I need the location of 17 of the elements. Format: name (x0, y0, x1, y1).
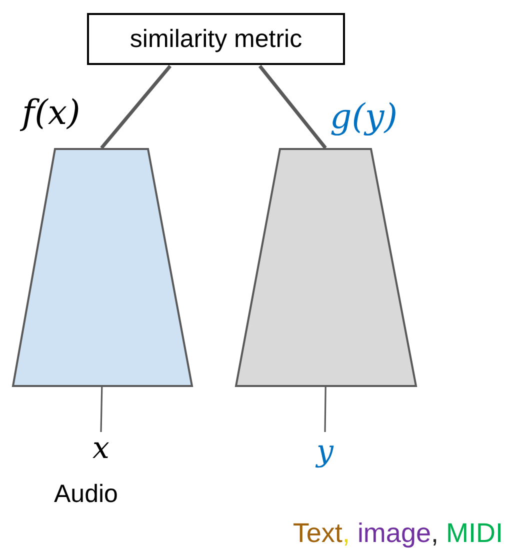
modality-label: image (357, 520, 431, 547)
modality-label: , (342, 520, 351, 547)
encoder-trapezoid (235, 148, 417, 387)
connector-line (324, 386, 326, 432)
modality-label: Audio (54, 482, 118, 507)
modality-label: , (430, 520, 440, 547)
modality-label: Text (292, 520, 342, 547)
function-label: g(y) (330, 100, 398, 134)
function-label: f(x) (22, 96, 80, 130)
connector-line (100, 386, 103, 432)
modality-label: MIDI (446, 520, 503, 547)
connector-line (100, 64, 172, 150)
metric-box: similarity metric (87, 13, 345, 65)
variable-label: x (86, 432, 116, 466)
variable-label: y (310, 432, 340, 472)
connector-line (258, 64, 327, 150)
encoder-trapezoid (12, 148, 193, 387)
